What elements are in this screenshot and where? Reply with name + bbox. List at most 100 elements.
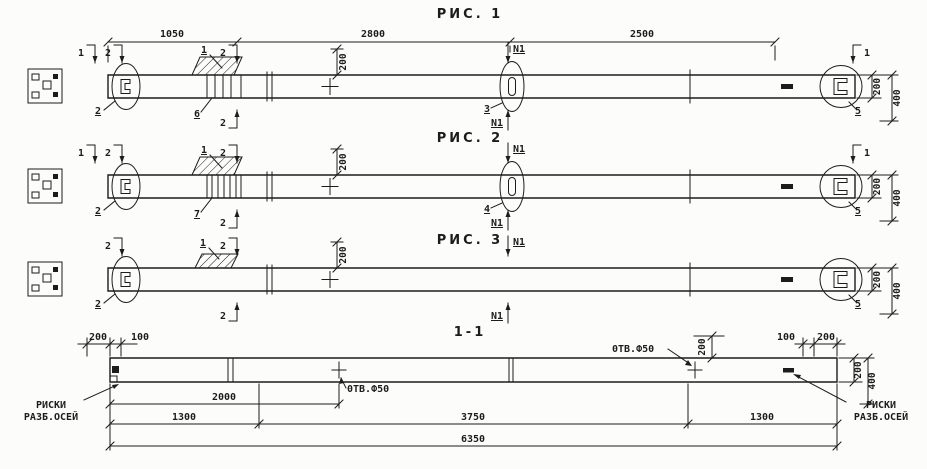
figure-1-beam-outline <box>107 69 856 104</box>
callout-plate: 6 <box>194 109 200 120</box>
cut-2-label-plate-bottom: 2 <box>220 311 226 322</box>
figure-1-plate-detail: 1 6 <box>191 45 243 120</box>
figure-1-axis-and-vertical-dim: 200 <box>321 44 349 95</box>
cut-2-label-plate-top: 2 <box>220 148 226 159</box>
figure-3-section-icon <box>27 261 63 297</box>
figure-2-cut-markers: 1 2 2 1 2 <box>78 144 870 229</box>
callout-left-end: 2 <box>95 206 101 217</box>
section-hole-label-right: 0ТВ.Ф50 <box>612 344 692 366</box>
cut-2-label-plate-bottom: 2 <box>220 218 226 229</box>
anchor-label-top: N1 <box>513 237 525 248</box>
figure-3-plate-detail: 1 <box>194 238 239 269</box>
callout-right-end: 5 <box>855 206 861 217</box>
right-dim-400: 400 <box>892 89 903 106</box>
callout-left-end: 2 <box>95 106 101 117</box>
figure-2: РИС. 2 1 2 2 1 2 N1 N1 <box>27 131 903 231</box>
section-hole-marks <box>331 361 703 379</box>
vertical-dim-200: 200 <box>338 153 349 170</box>
callout-mid-anchor: 4 <box>484 204 490 215</box>
embedded-plate-mark <box>781 184 793 189</box>
cut-2-label-plate-bottom: 2 <box>220 118 226 129</box>
anchor-label-top: N1 <box>513 144 525 155</box>
figure-2-anchor-markers: N1 N1 <box>491 142 525 231</box>
vertical-dim-200: 200 <box>338 246 349 263</box>
embedded-plate-mark <box>781 277 793 282</box>
section-hole-vertical-dim: 200 <box>693 331 725 363</box>
section-1-1: 1-1 0ТВ.Ф50 0ТВ.Ф50 200 <box>24 325 908 451</box>
figure-1-mid-anchor-detail: 3 <box>484 61 525 115</box>
cut-2-label-left: 2 <box>105 241 111 252</box>
hole-dim-200: 200 <box>697 338 708 355</box>
figure-2-beam-outline <box>107 169 856 204</box>
axis-note-line1: РИСКИ <box>36 400 66 411</box>
section-right-dims: 200 400 <box>838 353 878 409</box>
dim-label-100: 100 <box>777 332 795 343</box>
dim-label-2000: 2000 <box>212 392 236 403</box>
dim-label-2800: 2800 <box>361 29 385 40</box>
figure-3: РИС. 3 2 2 2 N1 N1 2 <box>27 233 903 324</box>
section-top-left-dims: 200 100 <box>77 332 149 357</box>
right-dim-200: 200 <box>872 78 883 95</box>
callout-left-end: 2 <box>95 299 101 310</box>
figure-3-cut-markers: 2 2 2 <box>105 237 240 322</box>
dim-label-3750: 3750 <box>461 412 485 423</box>
dim-label-1300-right: 1300 <box>750 412 774 423</box>
cut-1-label-right: 1 <box>864 148 870 159</box>
callout-plate: 7 <box>194 209 200 220</box>
figure-2-plate-detail: 1 7 <box>191 145 243 220</box>
anchor-label-top: N1 <box>513 44 525 55</box>
embedded-plate-mark <box>781 84 793 89</box>
right-dim-200: 200 <box>872 178 883 195</box>
figure-2-mid-anchor-detail: 4 <box>484 161 525 215</box>
figure-2-section-icon <box>27 168 63 204</box>
cut-2-label-left: 2 <box>105 48 111 59</box>
figure-2-left-end-detail: 2 <box>95 163 141 217</box>
right-dim-200: 200 <box>853 361 864 378</box>
axis-note-line2: РАЗБ.ОСЕЙ <box>854 410 908 423</box>
cut-2-label-plate-top: 2 <box>220 241 226 252</box>
right-dim-400: 400 <box>867 372 878 389</box>
figure-1: РИС. 1 1050 2800 2500 1 2 2 1 2 <box>27 7 903 131</box>
callout-right-end: 5 <box>855 299 861 310</box>
callout-mid-anchor: 3 <box>484 104 490 115</box>
section-title: 1-1 <box>454 325 487 340</box>
callout-plate-top: 1 <box>201 45 207 56</box>
section-top-right-dims: 100 200 <box>777 332 846 357</box>
anchor-label-bottom: N1 <box>491 311 503 322</box>
figure-2-title: РИС. 2 <box>437 131 503 146</box>
figure-1-section-icon <box>27 68 63 104</box>
right-dim-400: 400 <box>892 282 903 299</box>
figure-3-right-end-detail: 5 <box>819 258 863 310</box>
figure-2-axis-and-vertical-dim: 200 <box>321 144 349 195</box>
dim-label-2500: 2500 <box>630 29 654 40</box>
cut-1-label-left: 1 <box>78 148 84 159</box>
figure-3-left-end-detail: 2 <box>95 256 141 310</box>
figure-1-left-end-detail: 2 <box>95 63 141 117</box>
section-hole-label-left: 0ТВ.Ф50 <box>339 377 389 395</box>
figure-3-title: РИС. 3 <box>437 233 503 248</box>
figure-3-axis-and-vertical-dim: 200 <box>321 237 349 288</box>
section-bottom-dimensions: 2000 1300 3750 1300 6350 <box>105 383 842 451</box>
callout-right-end: 5 <box>855 106 861 117</box>
dim-label-200: 200 <box>89 332 107 343</box>
figure-1-cut-markers: 1 2 2 1 2 <box>78 44 870 129</box>
dim-label-1050: 1050 <box>160 29 184 40</box>
right-dim-200: 200 <box>872 271 883 288</box>
axis-note-line1: РИСКИ <box>866 400 896 411</box>
figure-1-title: РИС. 1 <box>437 7 503 22</box>
anchor-label-bottom: N1 <box>491 118 503 129</box>
hole-label: 0ТВ.Ф50 <box>612 344 654 355</box>
cut-1-label-right: 1 <box>864 48 870 59</box>
figure-3-anchor-markers: N1 N1 <box>491 235 525 324</box>
figure-3-right-dimensions: 200 400 <box>856 263 903 319</box>
figure-3-beam-outline <box>107 262 856 297</box>
cut-2-label-plate-top: 2 <box>220 48 226 59</box>
axis-note-line2: РАЗБ.ОСЕЙ <box>24 410 78 423</box>
embedded-plate-mark <box>783 368 794 373</box>
section-axis-marks-note-left: РИСКИ РАЗБ.ОСЕЙ <box>24 384 119 423</box>
figure-2-right-dimensions: 200 400 <box>856 170 903 226</box>
right-dim-400: 400 <box>892 189 903 206</box>
dim-label-6350: 6350 <box>461 434 485 445</box>
figure-2-right-end-detail: 5 <box>819 165 863 217</box>
callout-plate-top: 1 <box>200 238 206 249</box>
